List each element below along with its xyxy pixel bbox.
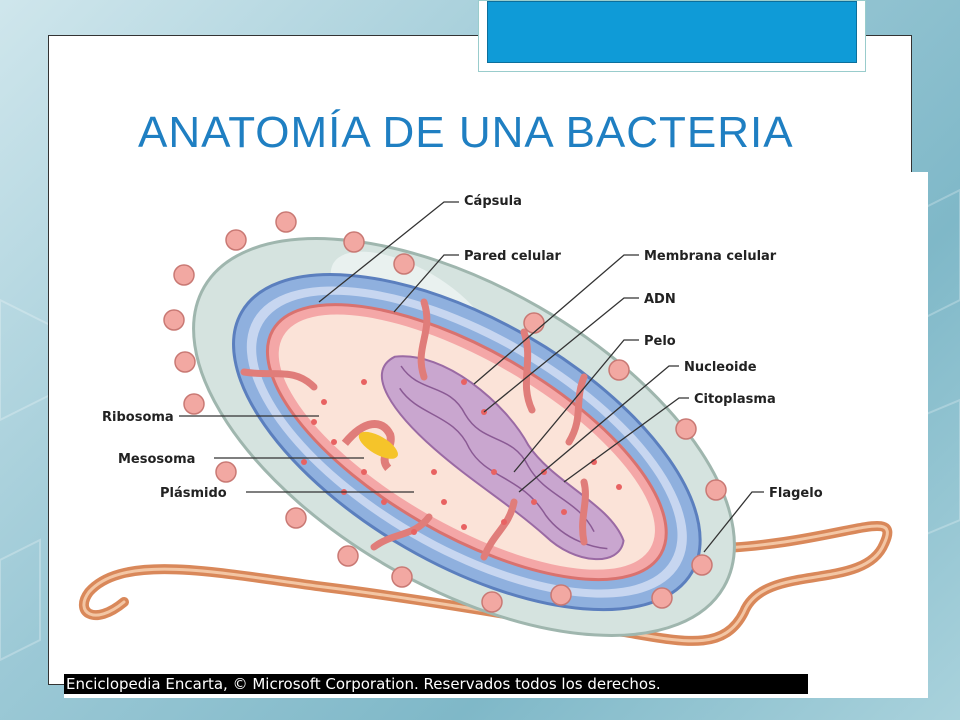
copyright-notice: Enciclopedia Encarta, © Microsoft Corpor… [64,674,808,694]
label-nucleoide: Nucleoide [684,360,757,375]
label-pelo: Pelo [644,334,676,349]
plasmid [358,431,398,459]
label-adn: ADN [644,292,676,307]
ribosomes [301,379,622,535]
title-accent-tab [478,0,866,72]
bacteria-diagram-image: Cápsula Pared celular Membrana celular A… [64,172,928,698]
label-mesosoma: Mesosoma [118,452,195,467]
title-accent-bar [487,1,857,63]
label-citoplasma: Citoplasma [694,392,776,407]
mesosome [341,420,395,471]
label-pared-celular: Pared celular [464,249,561,264]
slide-title: ANATOMÍA DE UNA BACTERIA [138,108,794,157]
label-capsula: Cápsula [464,194,522,209]
nucleoid [381,355,625,561]
label-ribosoma: Ribosoma [102,410,174,425]
label-flagelo: Flagelo [769,486,823,501]
bacteria-diagram: Cápsula Pared celular Membrana celular A… [79,194,893,646]
label-plasmido: Plásmido [160,486,227,501]
label-membrana-celular: Membrana celular [644,249,777,264]
